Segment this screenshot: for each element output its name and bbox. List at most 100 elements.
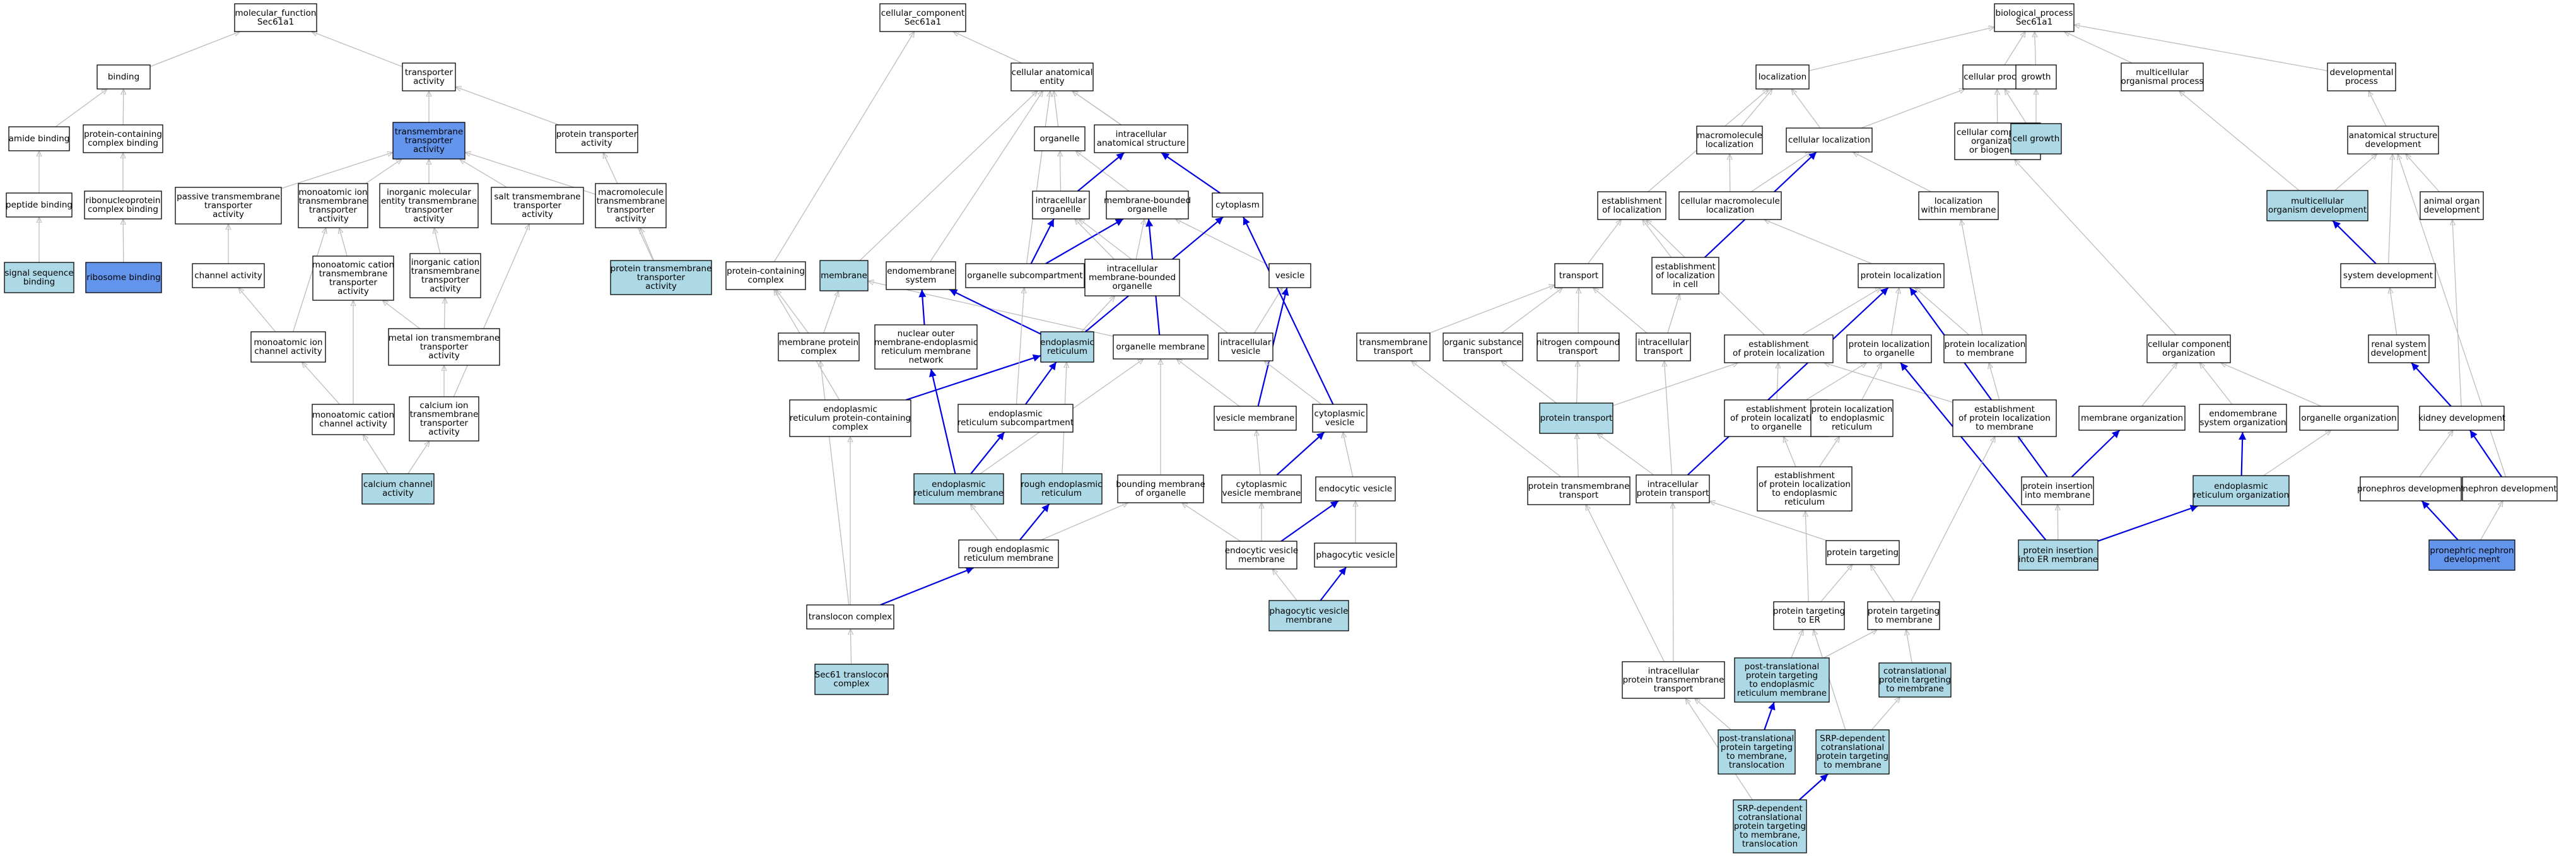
node-macromol-tm[interactable]: macromoleculetransmembranetransporteract… xyxy=(595,183,667,228)
node-pronephros-dev[interactable]: pronephros development xyxy=(2357,476,2464,501)
node-nephron-dev[interactable]: nephron development xyxy=(2462,476,2558,501)
node-vesicle-membrane[interactable]: vesicle membrane xyxy=(1214,406,1297,431)
node-metal-ion-tm[interactable]: metal ion transmembranetransporteractivi… xyxy=(388,328,500,366)
node-cell-growth[interactable]: cell growth xyxy=(2010,123,2062,155)
node-membrane-org[interactable]: membrane organization xyxy=(2078,406,2186,431)
node-mono-ion-tm[interactable]: monoatomic iontransmembranetransporterac… xyxy=(298,183,368,228)
node-transport[interactable]: transport xyxy=(1554,263,1603,288)
node-protein-loc[interactable]: protein localization xyxy=(1858,263,1945,288)
node-calcium-ion-tm[interactable]: calcium iontransmembranetransporteractiv… xyxy=(409,396,479,442)
node-peptide-binding[interactable]: peptide binding xyxy=(6,192,73,218)
node-vesicle[interactable]: vesicle xyxy=(1268,263,1311,288)
node-phagocytic-vesicle[interactable]: phagocytic vesicle xyxy=(1314,542,1397,568)
node-growth[interactable]: growth xyxy=(2015,64,2057,90)
node-cytoplasm[interactable]: cytoplasm xyxy=(1212,192,1263,218)
node-protein-targeting[interactable]: protein targeting xyxy=(1825,540,1900,565)
node-organelle-org[interactable]: organelle organization xyxy=(2299,406,2399,431)
node-kidney-dev[interactable]: kidney development xyxy=(2418,406,2505,431)
node-mono-cation-tm[interactable]: monoatomic cationtransmembranetransporte… xyxy=(312,255,394,301)
node-translocon[interactable]: translocon complex xyxy=(806,604,894,630)
node-organelle-membrane[interactable]: organelle membrane xyxy=(1113,334,1209,360)
node-channel-activity[interactable]: channel activity xyxy=(192,263,265,288)
node-organelle-subcomp[interactable]: organelle subcompartment xyxy=(965,263,1085,288)
node-ribosome-binding[interactable]: ribosome binding xyxy=(85,262,162,293)
node-nuclear-outer[interactable]: nuclear outermembrane-endoplasmicreticul… xyxy=(874,324,978,370)
node-organelle[interactable]: organelle xyxy=(1034,126,1086,151)
node-amide-binding[interactable]: amide binding xyxy=(8,126,70,151)
node-endocytic-vesicle[interactable]: endocytic vesicle xyxy=(1315,476,1396,501)
node-inorg-cation-tm[interactable]: inorganic cationtransmembranetransporter… xyxy=(409,253,481,298)
node-binding[interactable]: binding xyxy=(97,64,151,90)
node-membrane[interactable]: membrane xyxy=(819,260,869,291)
node-cellular-loc[interactable]: cellular localization xyxy=(1786,127,1873,153)
